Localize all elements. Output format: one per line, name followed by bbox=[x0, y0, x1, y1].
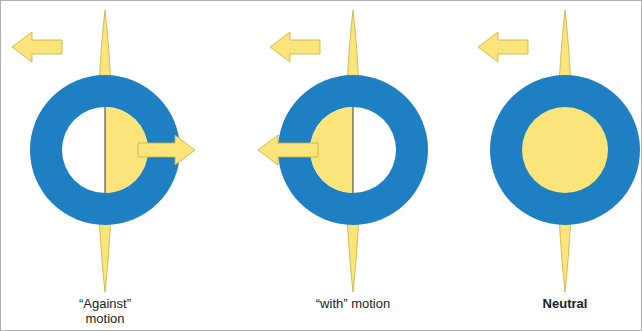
pupil-hole bbox=[62, 107, 148, 193]
motion-arrow bbox=[270, 32, 320, 62]
figure-label: Neutral bbox=[520, 296, 610, 311]
figure-label: “with” motion bbox=[313, 296, 393, 311]
reflex-arrow bbox=[138, 135, 195, 165]
motion-arrow bbox=[12, 32, 62, 62]
pupil-hole bbox=[310, 107, 396, 193]
pupil-ring bbox=[490, 75, 640, 225]
reflex-arrow bbox=[258, 135, 318, 165]
divider-line bbox=[352, 107, 353, 193]
motion-arrow bbox=[478, 32, 528, 62]
figure-label: “Against” motion bbox=[65, 296, 145, 326]
divider-line bbox=[104, 107, 105, 193]
pupil-filled bbox=[522, 107, 608, 193]
